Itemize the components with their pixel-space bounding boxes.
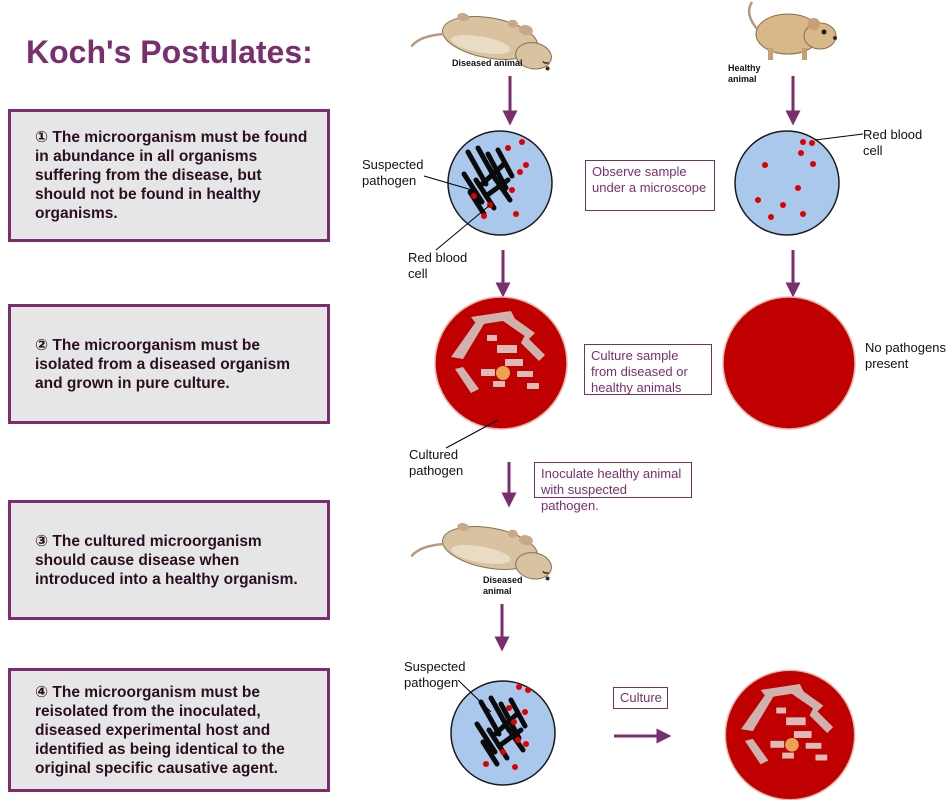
postulate-1-text: ① The microorganism must be found in abu… [35, 129, 308, 222]
callout-inoculate: Inoculate healthy animal with suspected … [534, 462, 692, 513]
cultured-plate [434, 296, 568, 430]
callout-culture: Culture [613, 687, 668, 709]
suspected-pathogen-label-2: Suspected pathogen [404, 659, 466, 690]
red-blood-cell-label: Red blood cell [408, 250, 468, 281]
cultured-pathogen-label: Cultured pathogen [409, 447, 464, 478]
callout-culture-sample: Culture sample from diseased or healthy … [584, 344, 712, 395]
healthy-animal-label: Healthy animal [728, 63, 761, 84]
postulate-3: ③ The cultured microorganism should caus… [8, 500, 330, 620]
final-plate [724, 669, 856, 800]
postulate-2: ② The microorganism must be isolated fro… [8, 304, 330, 424]
postulate-4: ④ The microorganism must be reisolated f… [8, 668, 330, 792]
diseased-animal-icon-2 [409, 511, 559, 584]
healthy-plate [722, 296, 856, 430]
diseased-animal-label: Diseased animal [452, 58, 523, 68]
diseased-sample-circle [447, 130, 553, 236]
healthy-animal-icon [747, 0, 839, 62]
postulate-1: ① The microorganism must be found in abu… [8, 109, 330, 242]
healthy-sample-circle [734, 130, 840, 236]
no-pathogens-label: No pathogens present [865, 340, 946, 371]
postulate-2-text: ② The microorganism must be isolated fro… [35, 336, 290, 392]
callout-observe: Observe sample under a microscope [585, 160, 715, 211]
reisolated-sample-circle [450, 680, 556, 786]
diseased-animal-label-2: Diseased animal [483, 575, 523, 596]
page-title: Koch's Postulates: [26, 34, 313, 70]
red-blood-cell-label-2: Red blood cell [863, 127, 923, 158]
postulate-3-text: ③ The cultured microorganism should caus… [35, 532, 298, 588]
suspected-pathogen-label: Suspected pathogen [362, 157, 424, 188]
postulate-4-text: ④ The microorganism must be reisolated f… [35, 683, 285, 777]
